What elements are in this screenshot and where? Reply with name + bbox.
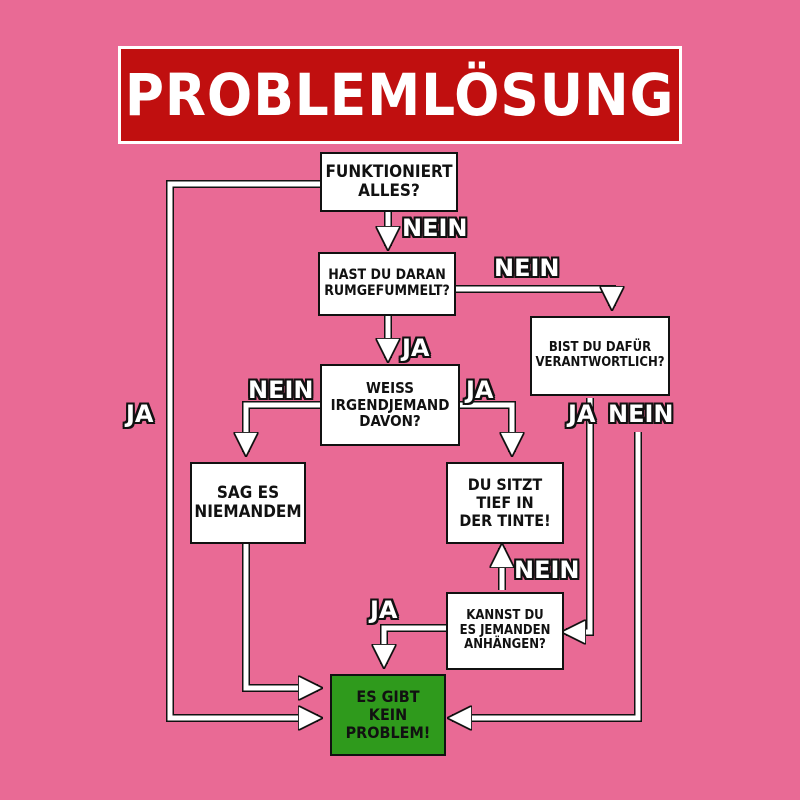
title-banner: PROBLEMLÖSUNG [118, 46, 682, 144]
node-rumgefummelt: HAST DU DARAN RUMGEFUMMELT? [318, 252, 456, 316]
node-funktioniert-alles: FUNKTIONIERT ALLES? [320, 152, 458, 212]
label-weiss-ja: JA [466, 376, 494, 404]
label-anhaengen-nein: NEIN [514, 556, 580, 584]
node-jemanden-anhaengen: KANNST DU ES JEMANDEN ANHÄNGEN? [446, 592, 564, 670]
node-es-gibt-kein-problem: ES GIBT KEIN PROBLEM! [330, 674, 446, 756]
label-verantwortlich-nein: NEIN [608, 400, 674, 428]
label-verantwortlich-ja: JA [568, 400, 596, 428]
label-rumgefummelt-nein: NEIN [494, 254, 560, 282]
label-weiss-nein: NEIN [248, 376, 314, 404]
node-weiss-irgendjemand: WEISS IRGENDJEMAND DAVON? [320, 364, 460, 446]
label-rumgefummelt-ja: JA [402, 334, 430, 362]
label-funktioniert-ja: JA [126, 400, 154, 428]
page-title: PROBLEMLÖSUNG [125, 61, 675, 129]
label-funktioniert-nein: NEIN [402, 214, 468, 242]
node-verantwortlich: BIST DU DAFÜR VERANTWORTLICH? [530, 316, 670, 396]
label-anhaengen-ja: JA [370, 596, 398, 624]
node-sag-es-niemandem: SAG ES NIEMANDEM [190, 462, 306, 544]
node-tief-in-der-tinte: DU SITZT TIEF IN DER TINTE! [446, 462, 564, 544]
